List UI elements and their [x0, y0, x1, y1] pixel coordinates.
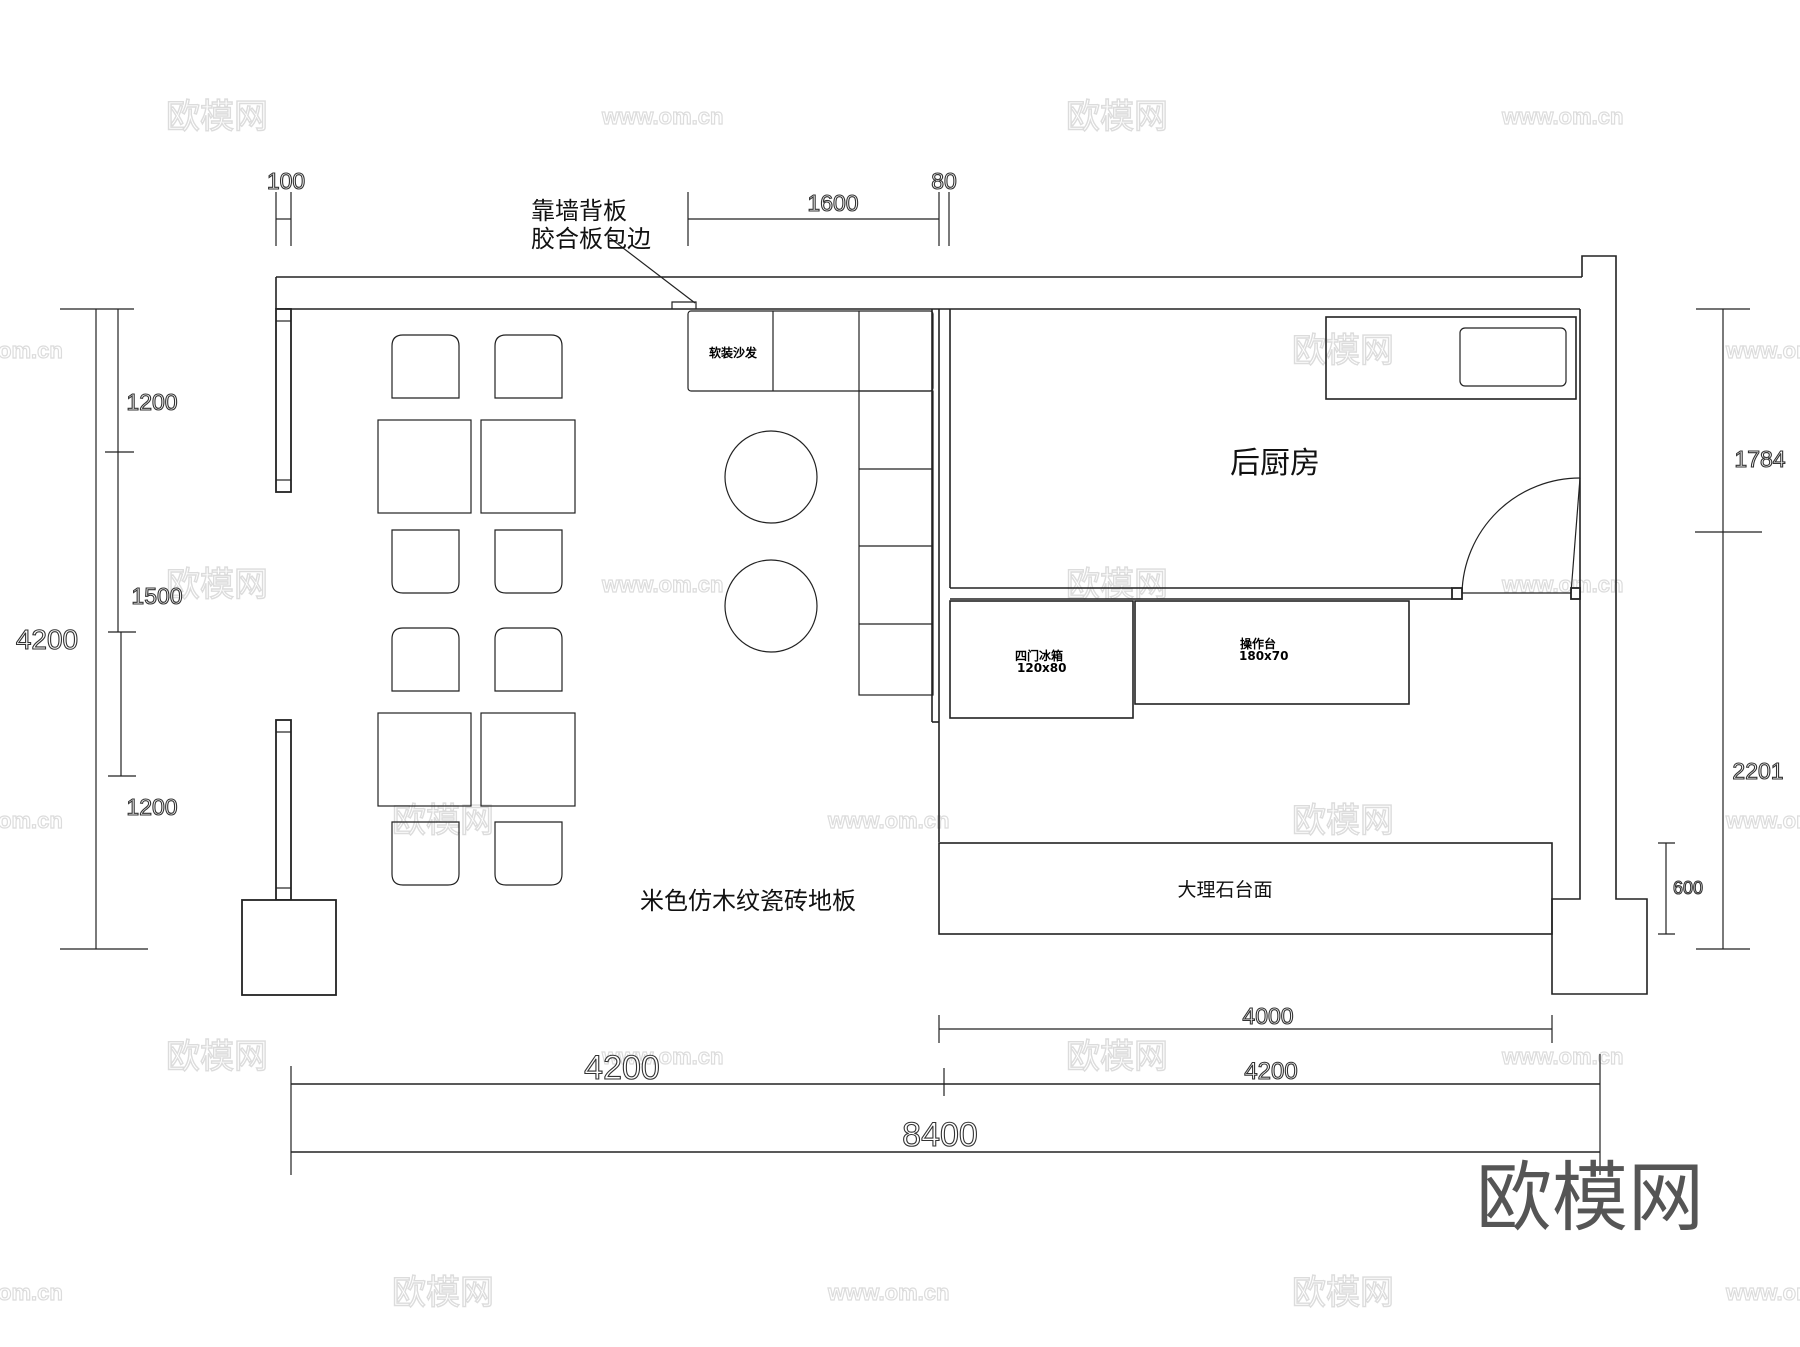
room-label-kitchen: 后厨房 [1230, 446, 1320, 481]
dim-value: 4200 [16, 624, 78, 655]
chair [391, 529, 460, 594]
watermark-url: om.cn [0, 808, 63, 833]
round-table [724, 430, 818, 524]
fridge: 四门冰箱 120x80 [949, 600, 1134, 719]
chair [391, 821, 460, 886]
dining-table [480, 419, 576, 514]
dim-left-4200: 4200 [15, 308, 148, 950]
watermark-brand: 欧模网 [392, 1273, 494, 1313]
backboard-edge [671, 301, 697, 309]
dim-right-chain: 1784 2201 [1695, 308, 1786, 950]
dim-top-80: 80 [931, 167, 957, 246]
backboard-label-line2: 胶合板包边 [531, 225, 651, 253]
dim-value: 80 [931, 168, 957, 194]
fridge-outline [949, 600, 1134, 719]
watermark-layer: 欧模网 www.om.cn 欧模网 www.om.cn om.cn 欧模网 ww… [0, 96, 1800, 1313]
marble-counter-label: 大理石台面 [1177, 879, 1272, 901]
chair [494, 627, 563, 692]
watermark-url: om.cn [0, 1280, 63, 1305]
backboard-label-line1: 靠墙背板 [531, 197, 627, 225]
dining-table [480, 712, 576, 807]
watermark-brand: 欧模网 [1292, 331, 1394, 371]
sofa-top-run [687, 310, 934, 392]
workbench: 操作台 180x70 [1134, 600, 1410, 705]
dim-value: 100 [267, 168, 305, 194]
watermark-brand: 欧模网 [166, 97, 268, 137]
watermark-url: www.om.cn [827, 1280, 949, 1305]
floor-material-label: 米色仿木纹瓷砖地板 [640, 887, 856, 915]
watermark-url: www.om.cn [1501, 1044, 1623, 1069]
watermark-brand: 欧模网 [166, 1037, 268, 1077]
watermark-url: www.om.cn [601, 1044, 723, 1069]
left-wall-lower [275, 719, 292, 901]
dim-top-1600: 1600 [687, 189, 939, 246]
dim-value: 1784 [1734, 446, 1785, 472]
kitchen-door[interactable] [1461, 477, 1581, 594]
watermark-brand: 欧模网 [1066, 1037, 1168, 1077]
marble-counter: 大理石台面 [938, 842, 1553, 935]
workbench-outline [1134, 600, 1410, 705]
sink-basin-icon [1459, 327, 1567, 387]
chair [494, 334, 563, 399]
watermark-url: www.om.cn [1501, 104, 1623, 129]
dim-value: 1500 [131, 583, 182, 609]
dim-value: 1200 [126, 794, 177, 820]
dim-value: 600 [1673, 878, 1703, 898]
watermark-brand: 欧模网 [1292, 801, 1394, 841]
watermark-brand: 欧模网 [166, 565, 268, 605]
watermark-brand: 欧模网 [1066, 97, 1168, 137]
workbench-size: 180x70 [1239, 649, 1289, 663]
dim-value: 1600 [807, 190, 858, 216]
marble-counter-outline [938, 842, 1553, 935]
dim-value: 2201 [1732, 758, 1783, 784]
fridge-size: 120x80 [1017, 661, 1067, 675]
sofa-side-run [858, 390, 934, 696]
right-wall [1551, 255, 1648, 995]
watermark-url: www.om.cn [827, 808, 949, 833]
chair [494, 529, 563, 594]
dining-set-upper [377, 334, 576, 594]
watermark-url: www.om.cn [601, 572, 723, 597]
brand-logo: 欧模网 [1476, 1153, 1704, 1242]
watermark-url: www.om.cn [1725, 338, 1800, 363]
door-swing-arc [1461, 477, 1581, 594]
dim-value: 8400 [902, 1116, 978, 1154]
round-table [724, 559, 818, 653]
chair [391, 627, 460, 692]
dim-value: 4200 [1244, 1058, 1297, 1085]
dim-value: 4000 [1242, 1003, 1293, 1029]
dim-bottom-4000: 4000 [938, 1002, 1553, 1043]
dim-bottom-halves: 4200 4200 [290, 1048, 1601, 1175]
sink-counter [1325, 316, 1577, 400]
dim-top-100: 100 [266, 167, 306, 246]
walls [241, 255, 1648, 996]
door-leaf [1570, 477, 1581, 594]
column-bottom-left [241, 899, 337, 996]
chair [494, 821, 563, 886]
left-wall-upper [275, 308, 292, 493]
workbench-label: 操作台 [1240, 636, 1276, 651]
dining-table [377, 712, 472, 807]
chair [391, 334, 460, 399]
dim-left-chain: 1200 1500 1200 [105, 309, 183, 821]
dim-value: 4200 [584, 1049, 660, 1087]
dining-table [377, 419, 472, 514]
backboard-leader-line [609, 237, 696, 304]
watermark-brand: 欧模网 [392, 801, 494, 841]
watermark-url: www.om.cn [1725, 808, 1800, 833]
dining-set-lower [377, 627, 576, 886]
watermark-brand: 欧模网 [1292, 1273, 1394, 1313]
watermark-url: www.om.cn [601, 104, 723, 129]
watermark-url: www.om.cn [1725, 1280, 1800, 1305]
dim-right-600: 600 [1658, 842, 1704, 935]
door-jamb-right [1570, 587, 1581, 600]
sofa-label: 软装沙发 [709, 345, 758, 360]
fridge-label: 四门冰箱 [1015, 648, 1063, 663]
watermark-url: om.cn [0, 338, 63, 363]
dim-value: 1200 [126, 389, 177, 415]
door-jamb-left [1451, 587, 1463, 600]
kitchen-sink-counter [1325, 316, 1577, 400]
sofa: 软装沙发 [671, 301, 934, 696]
dim-bottom-8400: 8400 [291, 1115, 1600, 1155]
